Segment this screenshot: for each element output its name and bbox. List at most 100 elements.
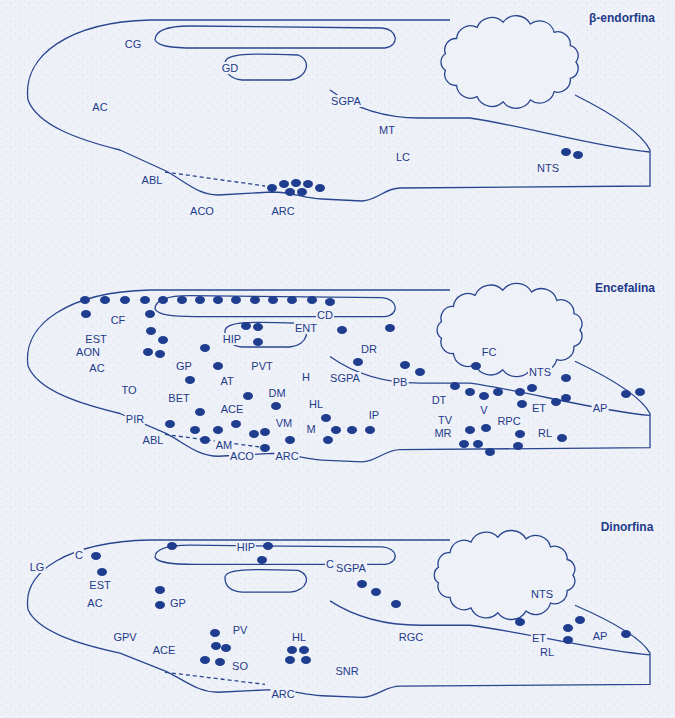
cell-dot <box>323 436 333 444</box>
region-label: ARC <box>274 450 299 462</box>
cell-dot <box>268 296 278 304</box>
region-label: TO <box>120 384 137 396</box>
region-label: VM <box>275 417 294 429</box>
cell-dot <box>145 310 155 318</box>
cell-dot <box>267 184 277 192</box>
region-label: CF <box>110 314 127 326</box>
cell-dot <box>303 180 313 188</box>
region-label: RL <box>537 427 553 439</box>
cell-dot <box>200 436 210 444</box>
region-label: AC <box>91 101 108 113</box>
cell-dot <box>385 324 395 332</box>
cell-dot <box>140 296 150 304</box>
cerebellum-outline <box>437 283 582 376</box>
cell-dot <box>155 601 165 609</box>
cell-dot <box>167 542 177 550</box>
cell-dot <box>221 644 231 652</box>
region-label: RL <box>539 646 555 658</box>
cell-dot <box>331 426 341 434</box>
region-label: HIP <box>236 541 256 553</box>
region-label: LC <box>395 151 411 163</box>
cell-dot <box>210 629 220 637</box>
region-label: NTS <box>536 162 560 174</box>
cell-dot <box>575 616 585 624</box>
region-label: ACO <box>229 450 255 462</box>
region-label: AC <box>86 597 103 609</box>
cell-dot <box>241 322 251 330</box>
cell-dot <box>285 436 295 444</box>
region-label: ACE <box>220 403 245 415</box>
cell-dot <box>400 361 410 369</box>
cell-dot <box>158 296 168 304</box>
region-label: M <box>305 423 316 435</box>
cell-dot <box>527 384 537 392</box>
cell-dot <box>337 326 347 334</box>
region-label: NTS <box>528 366 552 378</box>
cell-dot <box>213 426 223 434</box>
cell-dot <box>100 296 110 304</box>
cell-dot <box>285 656 295 664</box>
cell-dot <box>299 646 309 654</box>
cell-dot <box>561 394 571 402</box>
region-label: AON <box>75 346 101 358</box>
region-label: CG <box>124 38 143 50</box>
region-label: DM <box>267 387 286 399</box>
cell-dot <box>213 362 223 370</box>
region-label: ACE <box>152 644 177 656</box>
cell-dot <box>155 350 165 358</box>
cell-dot <box>213 296 223 304</box>
cell-dot <box>307 296 317 304</box>
cell-dot <box>287 296 297 304</box>
cell-dot <box>190 426 200 434</box>
cell-dot <box>263 542 273 550</box>
region-label: HIP <box>222 333 242 345</box>
cell-dot <box>635 388 645 396</box>
cell-dot <box>450 382 460 390</box>
cell-dot <box>195 408 205 416</box>
cell-dot <box>211 642 221 650</box>
cell-dot <box>253 338 263 346</box>
region-label: LG <box>29 561 46 573</box>
cell-dot <box>515 430 525 438</box>
region-label: EST <box>84 333 107 345</box>
cell-dot <box>353 358 363 366</box>
cell-dot <box>517 400 527 408</box>
cell-dot <box>80 296 90 304</box>
cell-dot <box>515 388 525 396</box>
cell-dot <box>158 336 168 344</box>
region-label: ACO <box>189 205 215 217</box>
cell-dot <box>250 296 260 304</box>
region-label: SGPA <box>329 372 361 384</box>
cell-dot <box>215 658 225 666</box>
cell-dot <box>260 444 270 452</box>
region-label: SGPA <box>335 562 367 574</box>
region-label: GP <box>169 597 187 609</box>
cell-dot <box>200 656 210 664</box>
region-label: ABL <box>141 174 164 186</box>
region-label: GPV <box>112 631 137 643</box>
region-label: C <box>74 549 84 561</box>
region-label: SNR <box>334 665 359 677</box>
region-label: CD <box>316 309 334 321</box>
cell-dot <box>465 426 475 434</box>
region-label: V <box>479 404 488 416</box>
cell-dot <box>347 426 357 434</box>
region-label: ARC <box>270 688 295 700</box>
panel-title: Dinorfina <box>600 521 655 534</box>
cell-dot <box>253 323 263 331</box>
cell-dot <box>473 440 483 448</box>
cell-dot <box>165 420 175 428</box>
region-label: TV <box>437 414 453 426</box>
region-label: C <box>325 558 335 570</box>
region-label: ET <box>531 632 547 644</box>
cell-dot <box>557 434 567 442</box>
cerebellum-outline <box>434 530 575 619</box>
cell-dot <box>365 426 375 434</box>
region-label: EST <box>88 579 111 591</box>
cell-dot <box>287 646 297 654</box>
cell-dot <box>563 636 573 644</box>
cell-dot <box>561 374 571 382</box>
region-label: DT <box>431 394 448 406</box>
cell-dot <box>200 344 210 352</box>
